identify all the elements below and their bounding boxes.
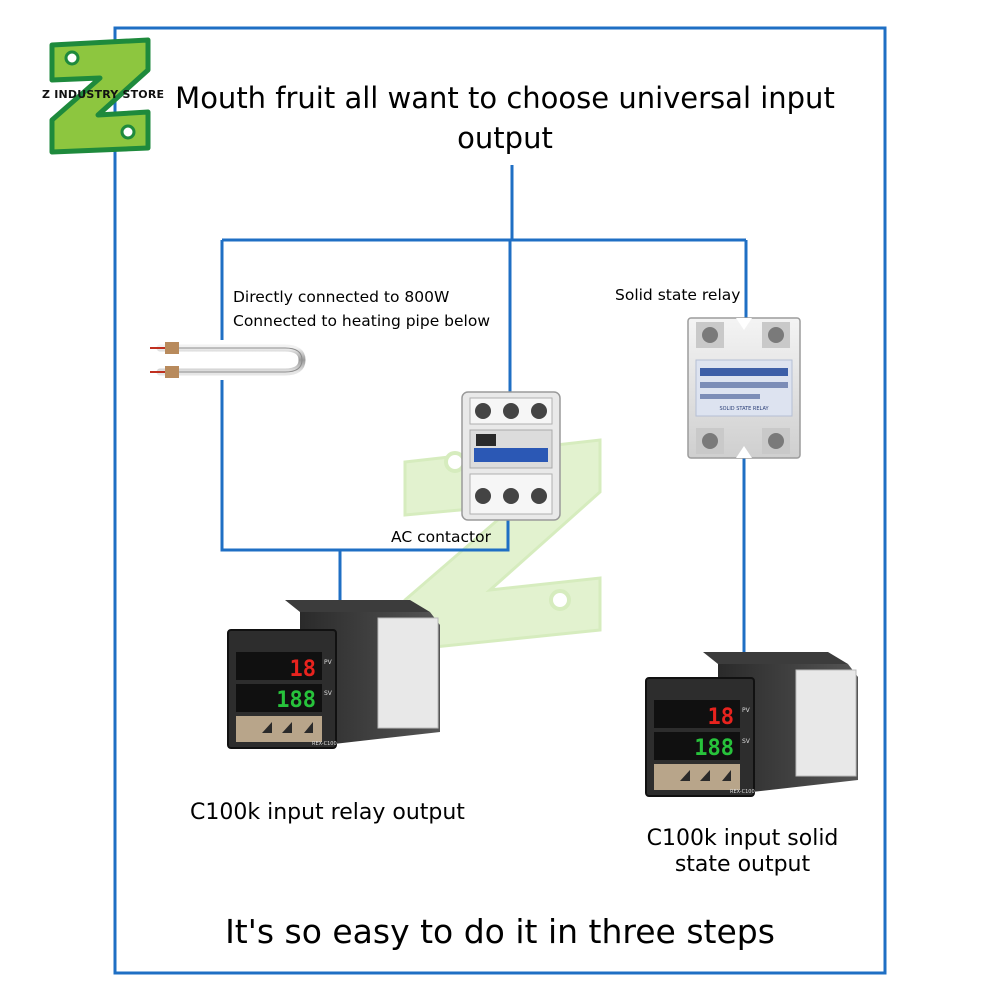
left-pv-readout: 18: [290, 657, 317, 682]
right-sv-readout: 188: [694, 736, 734, 761]
right-controller-icon: [645, 652, 858, 797]
heater-caption-line2: Connected to heating pipe below: [233, 312, 490, 330]
diagram-frame: [113, 26, 887, 975]
ssr-body-label: SOLID STATE RELAY: [719, 406, 769, 412]
contactor-caption: AC contactor: [391, 528, 491, 546]
footer-caption: It's so easy to do it in three steps: [225, 912, 775, 951]
left-pv-label: PV: [324, 659, 333, 666]
brand-logo-icon: [49, 37, 151, 155]
right-pv-readout: 18: [708, 705, 735, 730]
right-controller-caption: C100k input solid state output: [646, 826, 839, 877]
diagram-title: Mouth fruit all want to choose universal…: [175, 81, 835, 155]
wire-heater-loop: [220, 380, 510, 552]
brand-store-name: Z INDUSTRY STORE: [42, 88, 165, 101]
wiring-lines: [220, 165, 748, 655]
right-pv-label: PV: [742, 707, 751, 714]
ac-contactor-icon: [461, 391, 561, 521]
left-controller-icon: [227, 600, 440, 749]
right-sv-label: SV: [742, 738, 751, 745]
heater-caption: Directly connected to 800W Connected to …: [233, 285, 490, 333]
right-model-label: REX-C100: [730, 789, 755, 795]
heater-caption-line1: Directly connected to 800W: [233, 288, 450, 306]
ssr-caption: Solid state relay: [615, 286, 741, 304]
left-sv-readout: 188: [276, 688, 316, 713]
left-controller-caption: C100k input relay output: [190, 800, 465, 825]
heating-pipe-icon: [150, 342, 306, 378]
left-sv-label: SV: [324, 690, 333, 697]
left-model-label: REX-C100: [312, 741, 337, 747]
solid-state-relay-icon: [687, 317, 801, 459]
